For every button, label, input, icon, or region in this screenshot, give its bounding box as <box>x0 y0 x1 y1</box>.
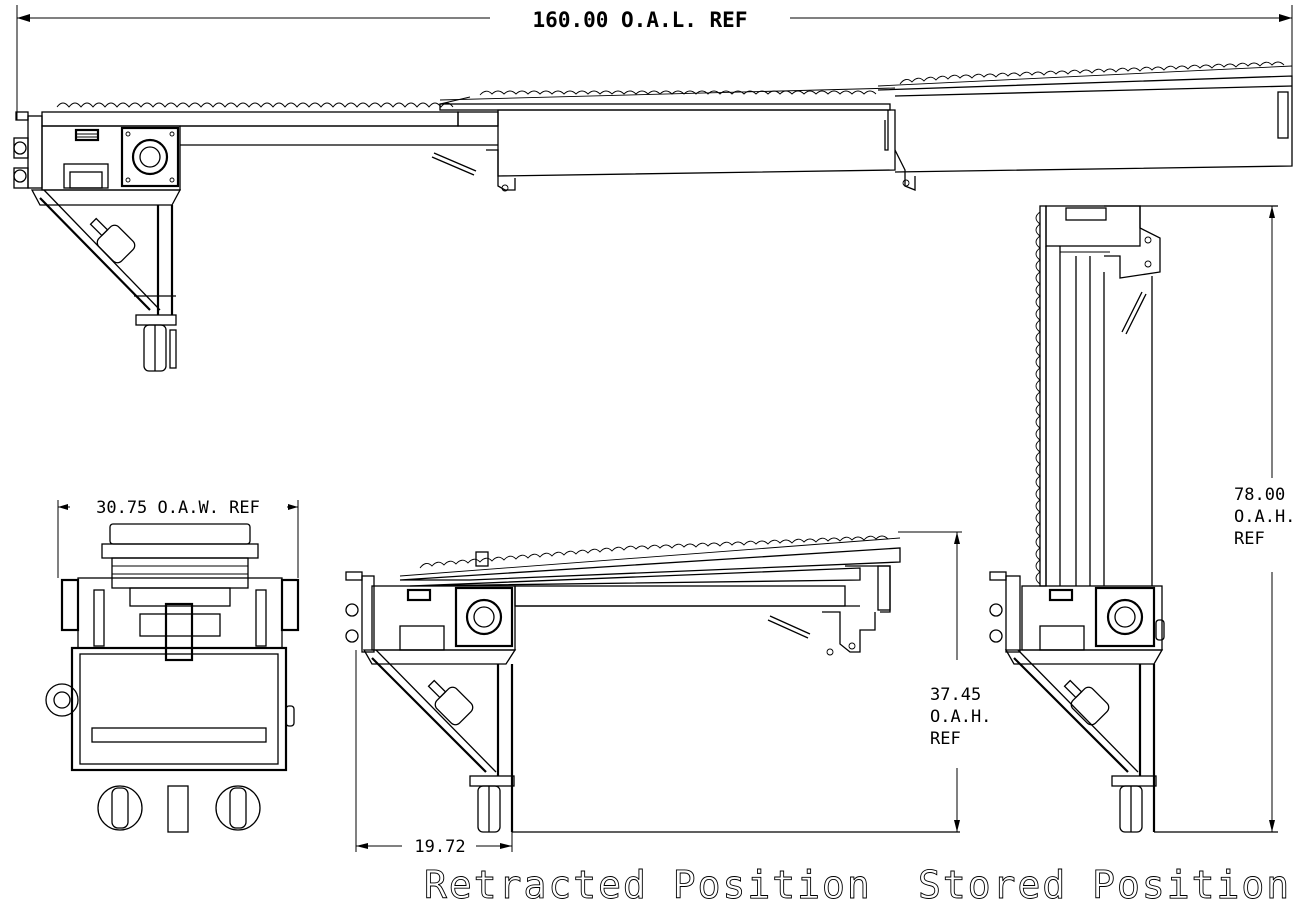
retracted-caption: Retracted Position <box>424 863 872 902</box>
drive-unit-top <box>13 111 181 191</box>
stored-height-ref: REF <box>1234 529 1265 549</box>
roller-row-1 <box>56 102 458 113</box>
legs-top <box>30 189 182 372</box>
overall-width-label: 30.75 O.A.W. REF <box>96 498 260 518</box>
overall-width-dimension: 30.75 O.A.W. REF <box>57 498 299 578</box>
stored-view: 78.00 O.A.H. REF <box>989 205 1295 833</box>
stored-caption: Stored Position <box>918 863 1291 902</box>
stored-height-value: 78.00 <box>1234 485 1285 505</box>
extended-view: 160.00 O.A.L. REF <box>13 5 1293 372</box>
stored-height-unit: O.A.H. <box>1234 507 1295 527</box>
stored-height-dimension: 78.00 O.A.H. REF <box>1234 206 1295 832</box>
retracted-height-dimension: 37.45 O.A.H. REF <box>898 531 991 832</box>
base-length-dimension: 19.72 <box>355 650 513 857</box>
retracted-view: 37.45 O.A.H. REF 19.72 <box>345 531 991 857</box>
overall-length-dimension: 160.00 O.A.L. REF <box>16 5 1293 120</box>
retracted-height-unit: O.A.H. <box>930 707 991 727</box>
retracted-height-value: 37.45 <box>930 685 981 705</box>
overall-length-label: 160.00 O.A.L. REF <box>533 8 748 32</box>
base-length-label: 19.72 <box>414 837 465 857</box>
front-view: 30.75 O.A.W. REF <box>45 498 300 833</box>
retracted-height-ref: REF <box>930 729 961 749</box>
